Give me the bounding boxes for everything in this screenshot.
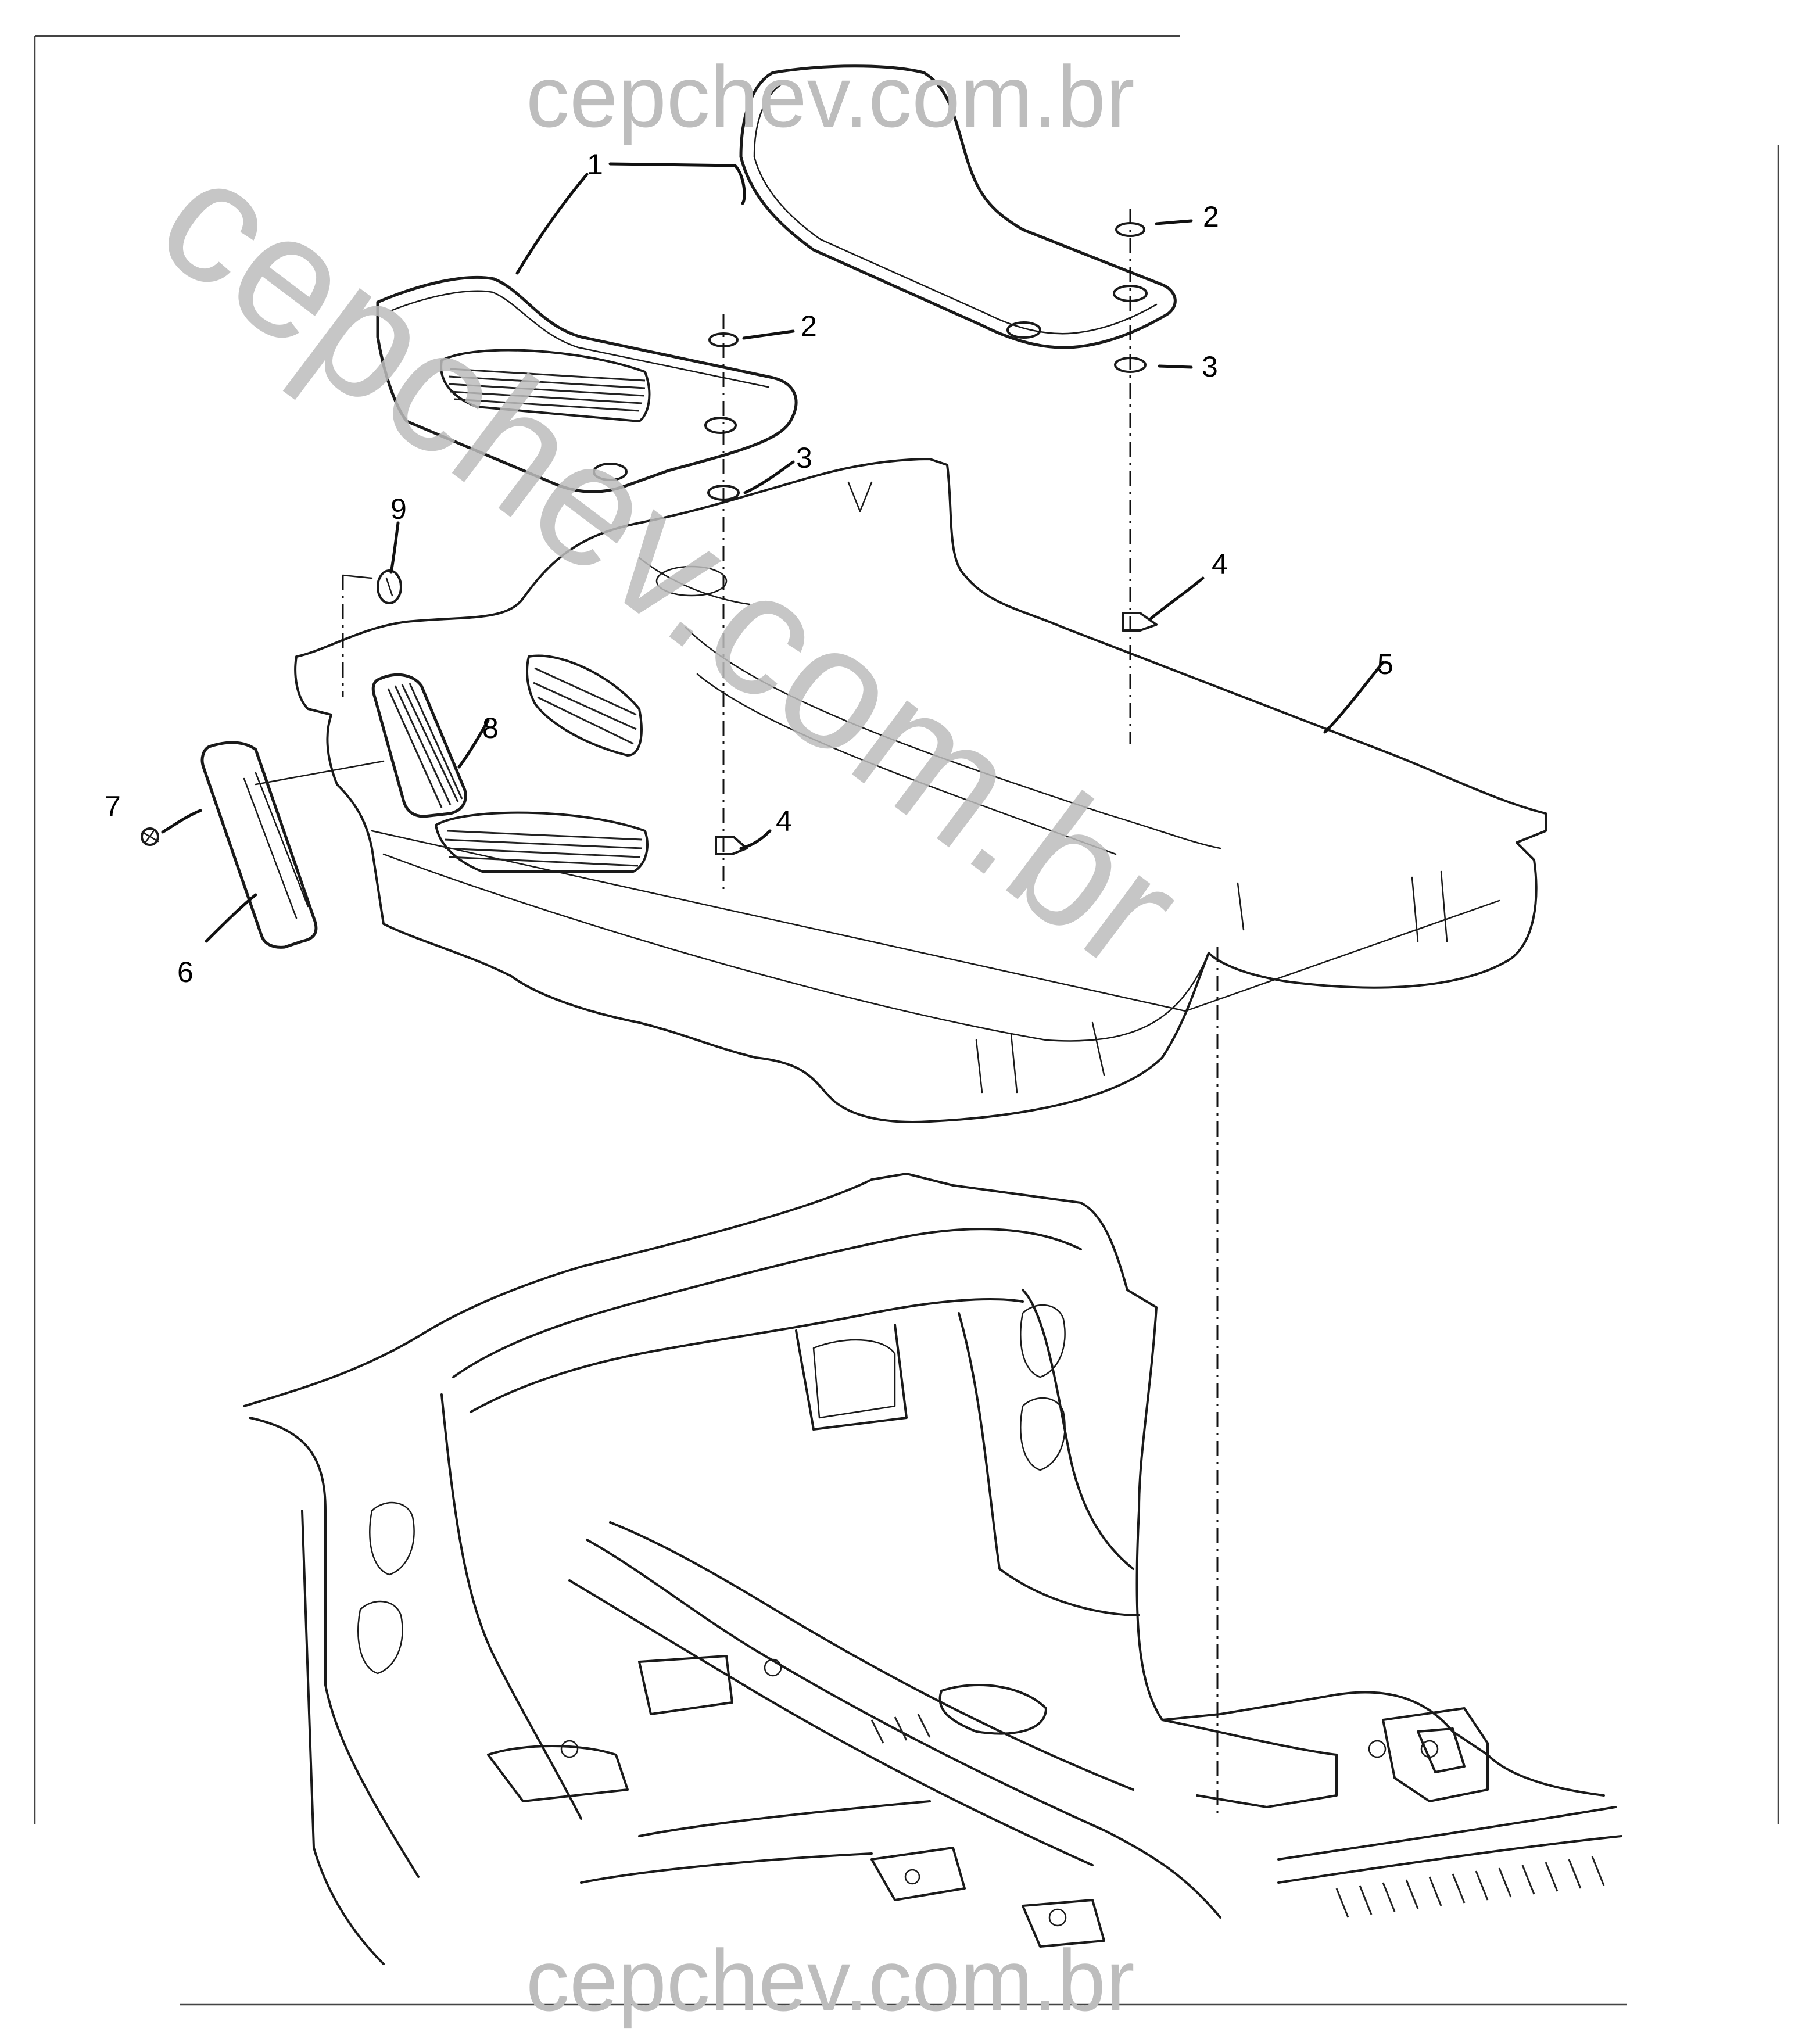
callout-5: 5	[1377, 648, 1393, 680]
callout-2-right: 2	[1203, 200, 1219, 233]
right-retainer-stack	[1114, 209, 1158, 744]
callout-3-right: 3	[1202, 350, 1218, 383]
callout-6: 6	[177, 956, 194, 988]
callout-7: 7	[105, 790, 121, 823]
dead-pedal-trim	[200, 741, 318, 949]
callout-4-right: 4	[1212, 548, 1228, 580]
callout-3-left: 3	[796, 442, 812, 474]
callout-9: 9	[390, 493, 407, 525]
drawing-frame	[34, 35, 1779, 2006]
accelerator-pedal	[371, 673, 467, 818]
callout-1: 1	[587, 148, 603, 181]
left-retainer-stack	[707, 314, 748, 889]
retainer-clip	[342, 569, 402, 697]
heel-pad-ribs	[440, 349, 651, 422]
callout-8: 8	[482, 712, 499, 744]
rear-floor-mat	[739, 64, 1177, 349]
leader-lines	[161, 162, 1385, 943]
front-floor-mat	[376, 275, 798, 493]
floor-carpet	[294, 458, 1547, 1123]
carpet-heel-pad-side	[526, 654, 643, 757]
watermark-top: cepchev.com.br	[526, 48, 1135, 145]
watermark-bottom: cepchev.com.br	[526, 1931, 1135, 2029]
trim-fastener	[141, 827, 159, 846]
carpet-heel-pad-front	[435, 811, 649, 873]
callout-2-left: 2	[801, 310, 817, 342]
callout-4-left: 4	[776, 805, 792, 837]
callout-labels: 1 2 2 3 3 4 4 5 6 7 8 9	[105, 148, 1393, 988]
vehicle-body-floor	[243, 1173, 1622, 1965]
